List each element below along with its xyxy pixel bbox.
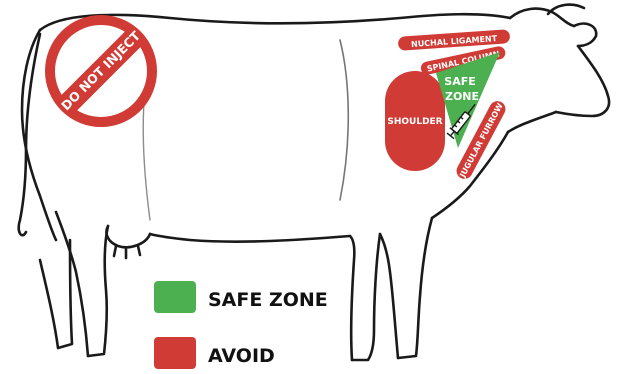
shoulder-zone: SHOULDER [385, 71, 445, 171]
legend-safe-swatch [154, 281, 196, 313]
legend-avoid-label: AVOID [208, 345, 275, 367]
legend-safe-label: SAFE ZONE [208, 289, 328, 311]
shoulder-label: SHOULDER [387, 117, 442, 127]
safe-zone-label-line1: SAFE [444, 75, 475, 88]
safe-zone-label-line2: ZONE [445, 90, 479, 103]
legend-avoid-swatch [154, 337, 196, 369]
legend: SAFE ZONE AVOID [154, 281, 328, 369]
do-not-inject-sign: DO NOT INJECT [50, 20, 152, 122]
